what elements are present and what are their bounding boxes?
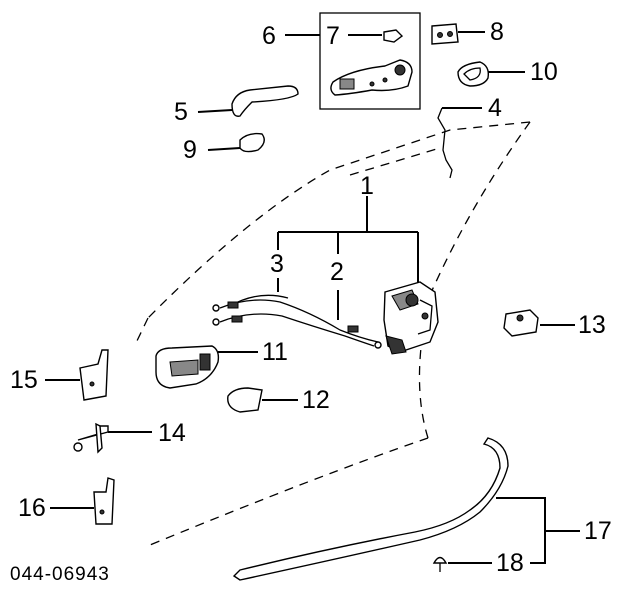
callout-6: 6 xyxy=(262,22,276,50)
callout-14: 14 xyxy=(158,419,186,447)
callout-5: 5 xyxy=(174,98,188,126)
callout-15: 15 xyxy=(10,366,38,394)
callout-9: 9 xyxy=(183,136,197,164)
part-15-bracket xyxy=(79,349,109,401)
callout-17: 17 xyxy=(584,517,612,545)
door-outline xyxy=(134,121,531,546)
callout-2: 2 xyxy=(330,258,344,286)
part-17-weatherstrip xyxy=(232,437,509,581)
callout-1: 1 xyxy=(360,172,374,200)
callout-16: 16 xyxy=(18,494,46,522)
callout-7: 7 xyxy=(326,22,340,50)
leader-lines xyxy=(45,31,580,564)
callout-8: 8 xyxy=(490,18,504,46)
callout-11: 11 xyxy=(262,338,288,366)
part-12-pull-cup xyxy=(227,387,263,413)
part-14-door-check xyxy=(73,422,109,454)
part-1-lock-assembly xyxy=(383,281,439,355)
callout-4: 4 xyxy=(488,94,502,122)
part-13-striker xyxy=(503,309,539,337)
callout-18: 18 xyxy=(496,549,524,577)
part-10-bezel xyxy=(457,61,490,87)
part-16-hinge xyxy=(93,477,115,525)
part-4-lock-rod xyxy=(437,107,453,179)
part-8-bracket xyxy=(431,23,459,45)
part-9-gasket xyxy=(239,132,265,153)
callout-3: 3 xyxy=(270,250,284,278)
part-2-3-cables xyxy=(212,294,382,349)
callout-12: 12 xyxy=(302,386,330,414)
callout-10: 10 xyxy=(530,58,558,86)
reference-code: 044-06943 xyxy=(10,564,110,585)
callout-13: 13 xyxy=(578,311,606,339)
part-18-clip xyxy=(432,556,448,572)
handle-frame-box xyxy=(319,12,421,110)
part-5-outside-handle xyxy=(231,85,299,117)
part-11-inside-handle xyxy=(155,345,220,389)
part-7-handle-frame xyxy=(330,29,413,96)
